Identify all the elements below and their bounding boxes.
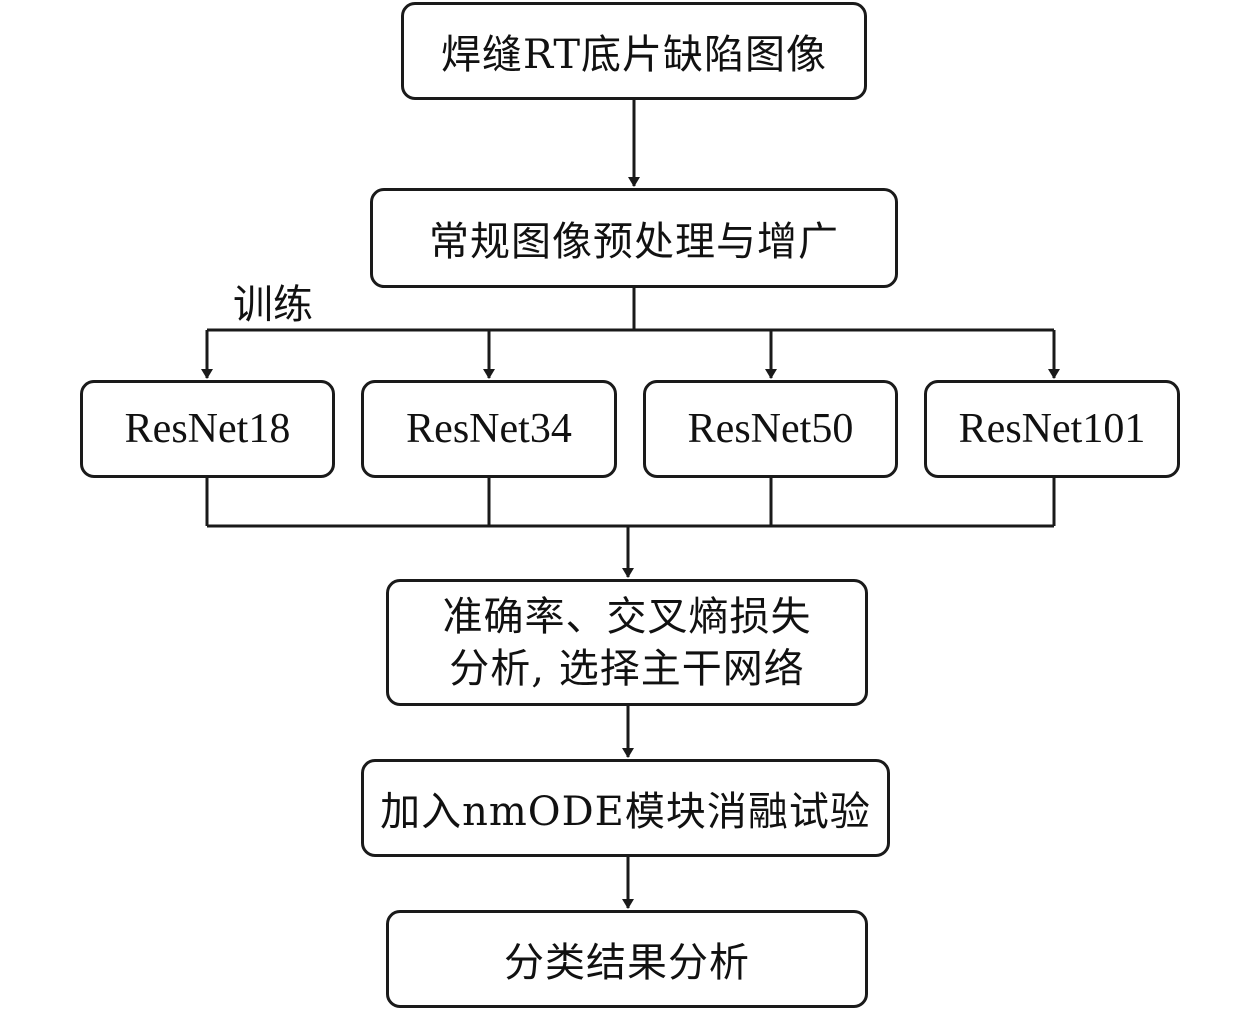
- preprocess-node: 常规图像预处理与增广: [370, 188, 898, 288]
- preprocess-label: 常规图像预处理与增广: [429, 219, 839, 265]
- resnet18-node: ResNet18: [80, 380, 335, 478]
- result-node: 分类结果分析: [386, 910, 868, 1008]
- resnet101-label: ResNet101: [958, 406, 1146, 452]
- resnet34-node: ResNet34: [361, 380, 617, 478]
- resnet50-label: ResNet50: [687, 406, 854, 452]
- resnet50-node: ResNet50: [643, 380, 898, 478]
- analysis-label-line1: 准确率、交叉熵损失: [442, 593, 812, 640]
- result-label: 分类结果分析: [504, 940, 750, 986]
- input-image-node: 焊缝RT底片缺陷图像: [401, 2, 867, 100]
- analysis-node: 准确率、交叉熵损失 分析, 选择主干网络: [386, 579, 868, 706]
- input-image-label: 焊缝RT底片缺陷图像: [440, 32, 828, 78]
- train-edge-label: 训练: [233, 282, 313, 328]
- resnet101-node: ResNet101: [924, 380, 1180, 478]
- ablation-node: 加入nmODE模块消融试验: [361, 759, 890, 857]
- analysis-label-line2: 分析, 选择主干网络: [449, 645, 805, 692]
- resnet34-label: ResNet34: [406, 406, 572, 452]
- resnet18-label: ResNet18: [124, 406, 291, 452]
- ablation-label: 加入nmODE模块消融试验: [380, 789, 871, 835]
